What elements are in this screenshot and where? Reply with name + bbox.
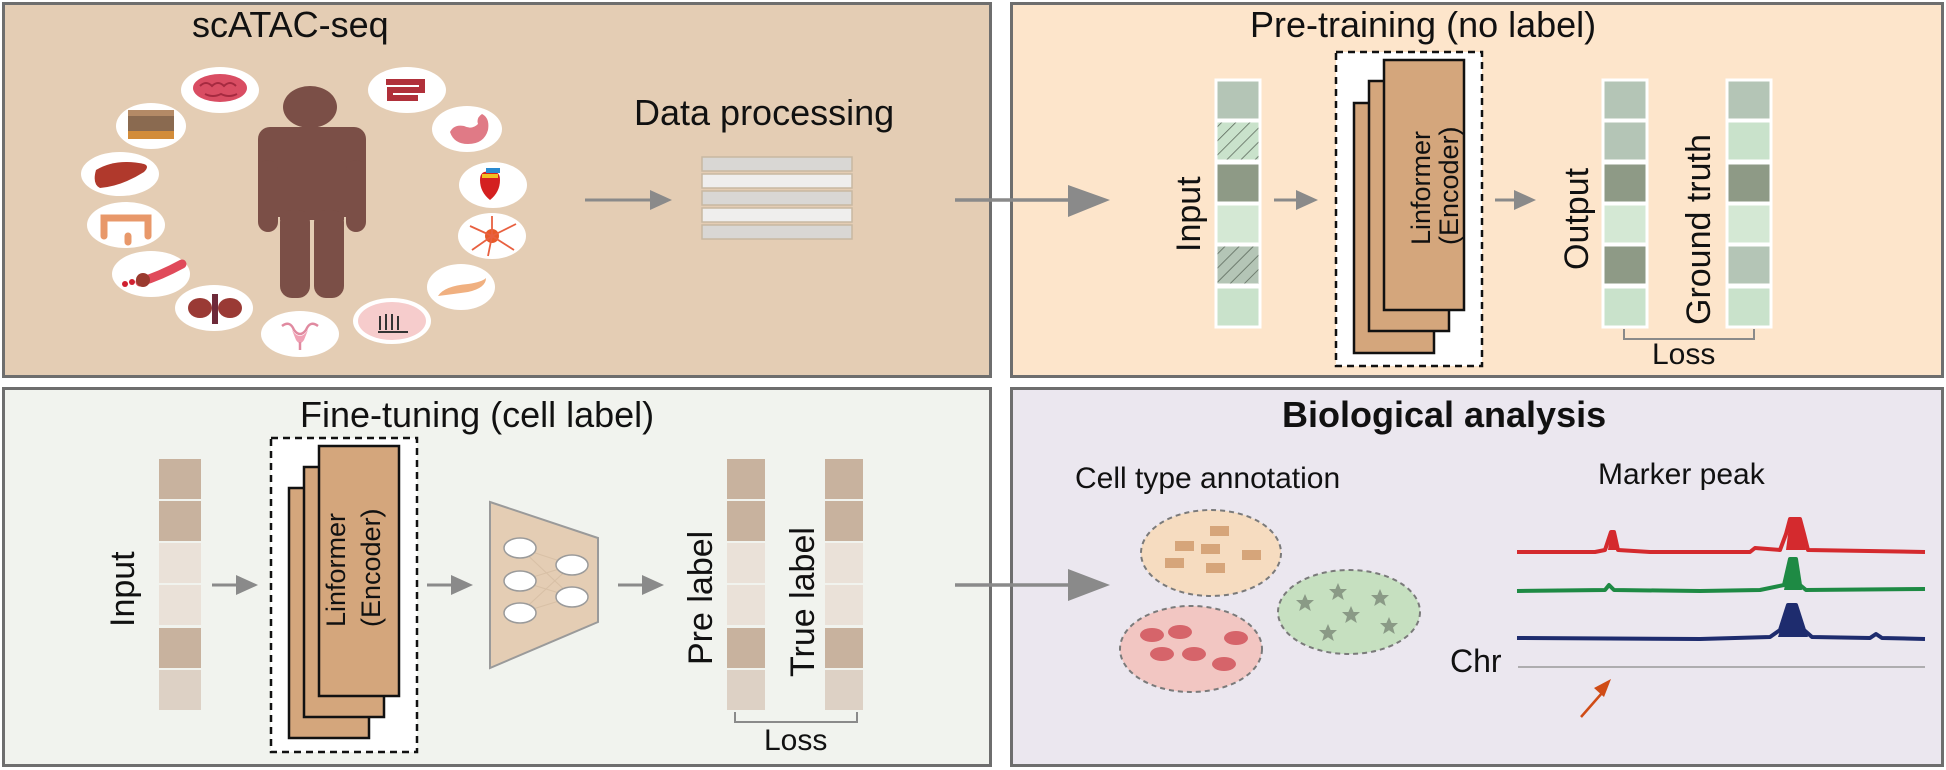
pretrain-loss-label: Loss [1652, 338, 1716, 371]
panel-biological-analysis [1010, 387, 1944, 767]
true-label-label: True label [784, 527, 822, 677]
finetune-input-label: Input [104, 551, 142, 627]
chr-label: Chr [1450, 643, 1502, 679]
scatac-title: scATAC-seq [192, 4, 389, 45]
cell-type-annotation-label: Cell type annotation [1075, 462, 1341, 495]
pretrain-input-label: Input [1170, 176, 1208, 252]
data-processing-label: Data processing [634, 92, 895, 133]
finetuning-title: Fine-tuning (cell label) [300, 394, 655, 435]
marker-peak-label: Marker peak [1598, 458, 1765, 491]
pretrain-encoder-label-2: (Encoder) [1434, 126, 1464, 245]
panel-pretraining [1010, 2, 1944, 378]
finetune-encoder-label-1: Linformer [321, 512, 351, 627]
finetune-loss-label: Loss [764, 724, 828, 757]
panel-finetuning [2, 387, 992, 767]
pretraining-title: Pre-training (no label) [1250, 4, 1597, 45]
pretrain-encoder-label-1: Linformer [1406, 130, 1436, 245]
analysis-title: Biological analysis [1282, 394, 1607, 435]
finetune-encoder-label-2: (Encoder) [356, 508, 386, 627]
ground-truth-label: Ground truth [1680, 134, 1718, 325]
panel-scatac-seq [2, 2, 992, 378]
output-label: Output [1558, 167, 1596, 270]
pre-label-label: Pre label [682, 530, 720, 665]
